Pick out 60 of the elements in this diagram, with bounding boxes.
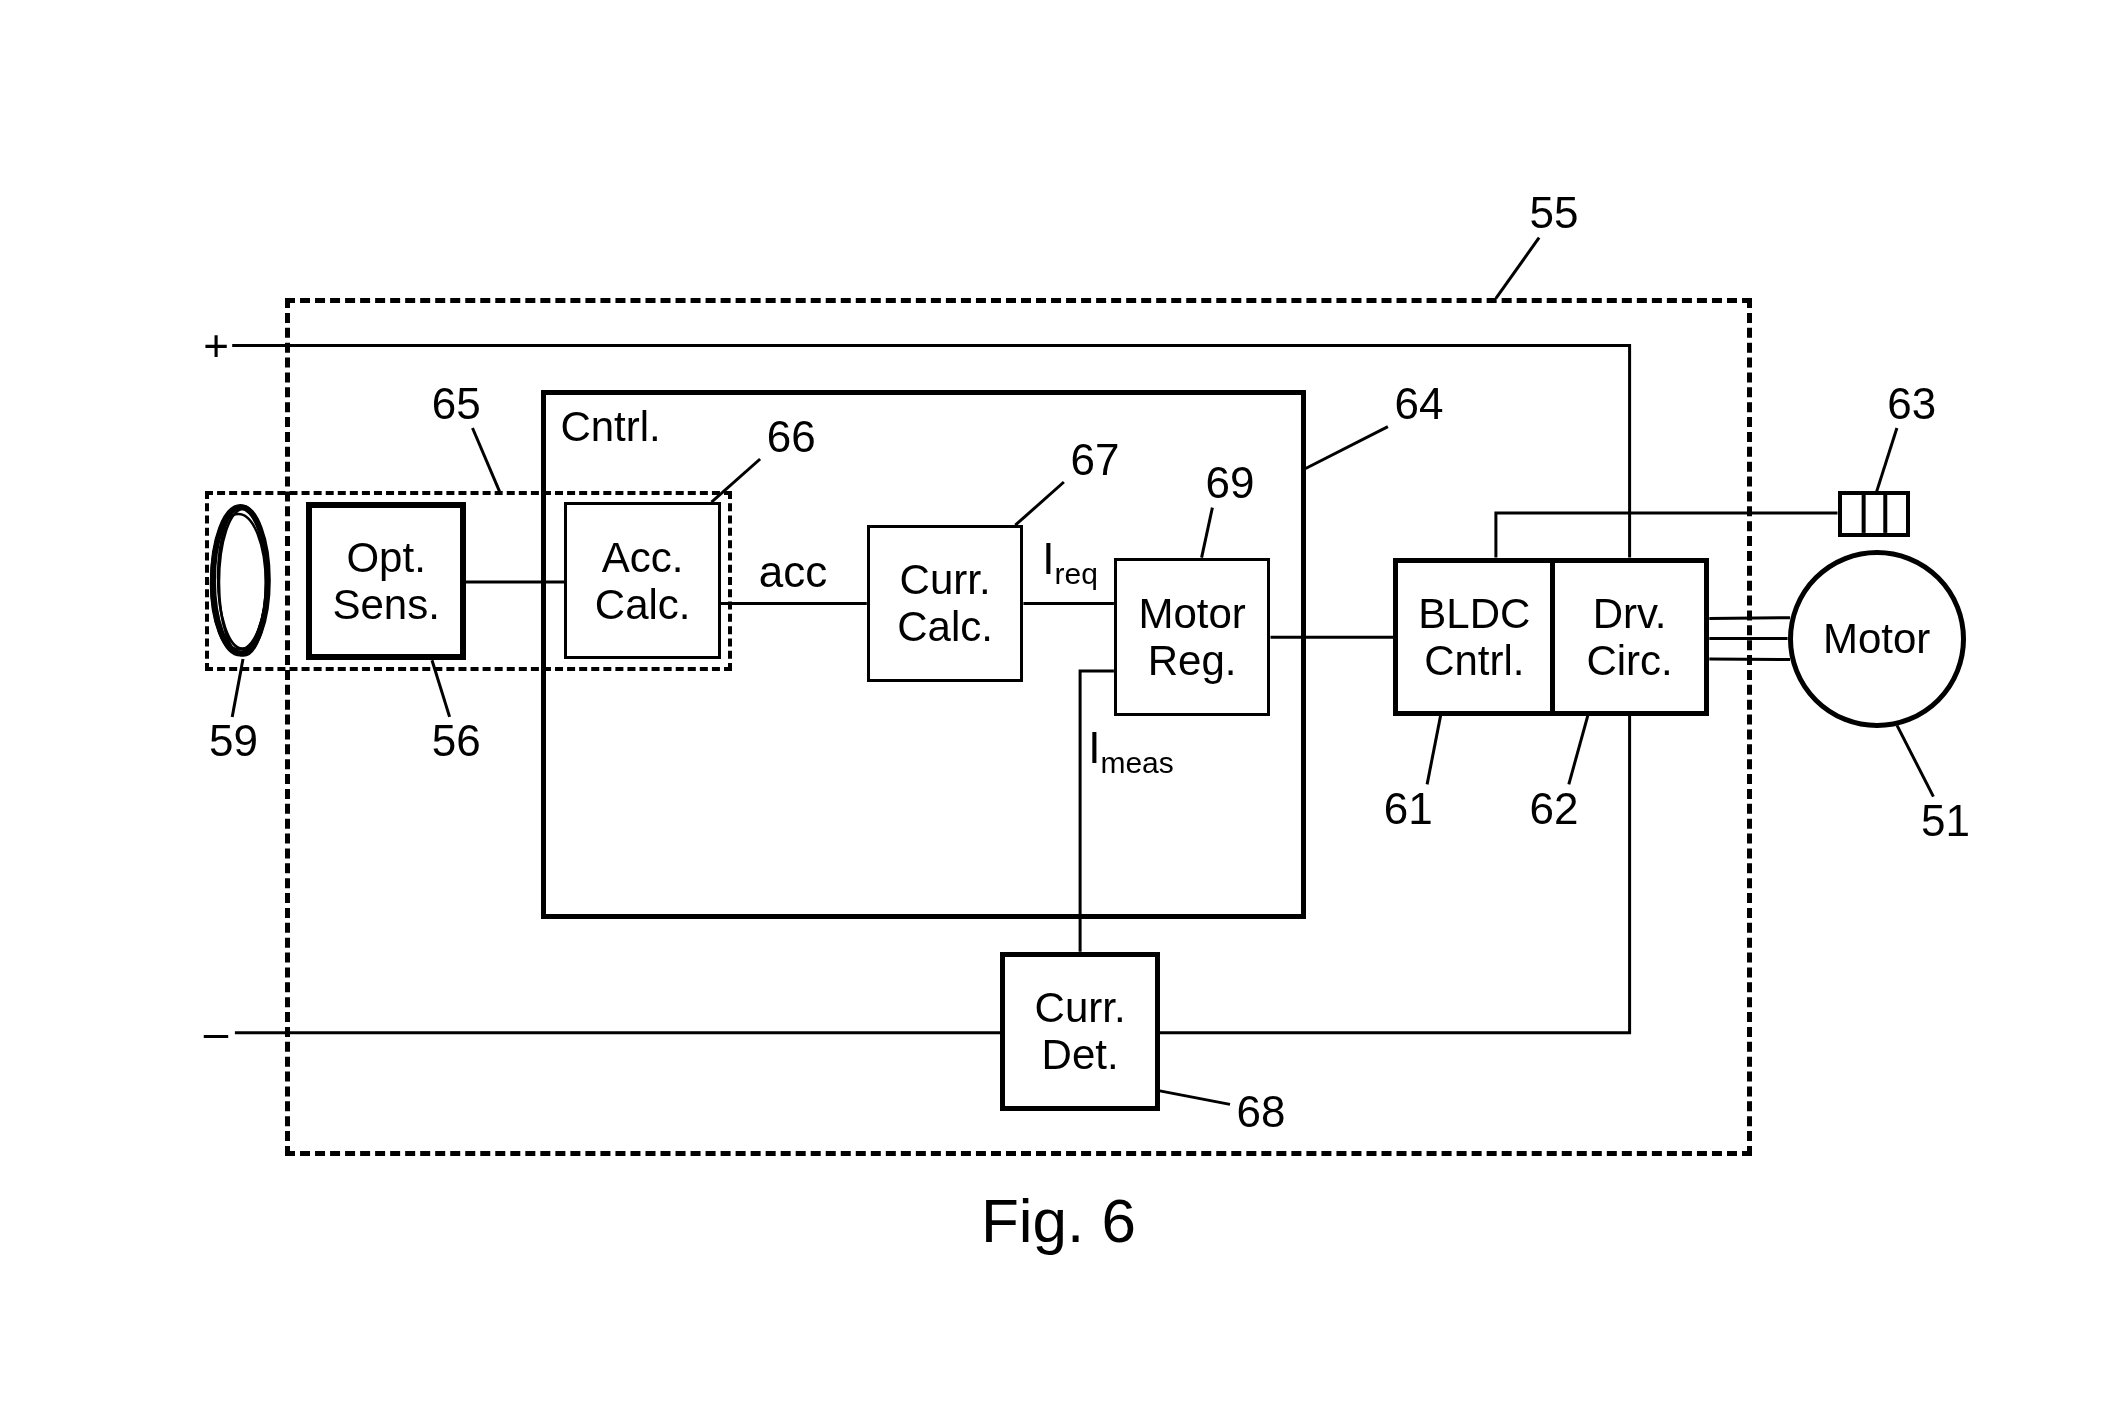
wire (1709, 616, 1791, 620)
figure-caption: Fig. 6 (980, 1186, 1137, 1256)
leader-line (1875, 427, 1899, 492)
callout-number: 64 (1387, 379, 1450, 428)
leader-line (430, 659, 452, 718)
callout-number: 61 (1377, 784, 1440, 833)
leader-line (1200, 507, 1214, 558)
block-label: Motor Reg. (1137, 589, 1247, 684)
callout-number: 67 (1063, 436, 1126, 485)
controller-box (541, 390, 1306, 920)
leader-line (1494, 236, 1541, 300)
block-box (1000, 951, 1160, 1112)
leader-line (710, 457, 762, 504)
block-label: Motor (1823, 615, 1931, 663)
coil-drawing (207, 502, 273, 659)
callout-number: 68 (1229, 1088, 1293, 1137)
leader-line (230, 658, 245, 718)
block-label: Acc. Calc. (593, 533, 692, 628)
block-label: Curr. Calc. (896, 556, 994, 651)
leader-line (1425, 715, 1443, 785)
callout-number: 69 (1198, 459, 1261, 508)
wire (721, 602, 867, 605)
callout-number: 63 (1880, 379, 1943, 428)
wire (1159, 715, 1632, 1035)
terminal-sign: – (197, 1011, 235, 1055)
wire (1494, 511, 1838, 558)
callout-number: 65 (425, 379, 488, 428)
block-label: Opt. Sens. (331, 534, 441, 629)
wire (1709, 637, 1788, 641)
block-box (306, 502, 466, 661)
callout-number: 55 (1522, 189, 1586, 238)
callout-number: 59 (202, 716, 265, 766)
block-label: Drv. Circ. (1585, 589, 1674, 684)
terminal-sign: + (199, 324, 233, 368)
motor-circle (1787, 549, 1966, 728)
block-label: BLDC Cntrl. (1417, 589, 1532, 684)
wire (1078, 669, 1114, 952)
leader-line (1567, 715, 1590, 785)
dashed-boundary (205, 491, 732, 671)
block-box (866, 525, 1024, 682)
leader-line (1304, 425, 1389, 470)
wire (1709, 657, 1791, 662)
block-label: Curr. Det. (1033, 984, 1127, 1079)
leader-line (1014, 480, 1065, 527)
wire (234, 1031, 1001, 1035)
group-title: Cntrl. (560, 403, 661, 451)
wire (1023, 602, 1114, 605)
wire (465, 580, 565, 584)
block-box (1113, 557, 1271, 716)
callout-number: 66 (760, 413, 823, 462)
callout-number: 62 (1522, 784, 1586, 833)
callout-number: 51 (1914, 796, 1977, 846)
encoder-block (1837, 491, 1911, 538)
leader-line (1159, 1089, 1231, 1106)
leader-line (1895, 724, 1935, 798)
leader-line (471, 427, 501, 492)
callout-number: 56 (425, 716, 488, 766)
wire (1270, 635, 1394, 639)
block-box (564, 502, 721, 659)
wire (232, 344, 1632, 558)
